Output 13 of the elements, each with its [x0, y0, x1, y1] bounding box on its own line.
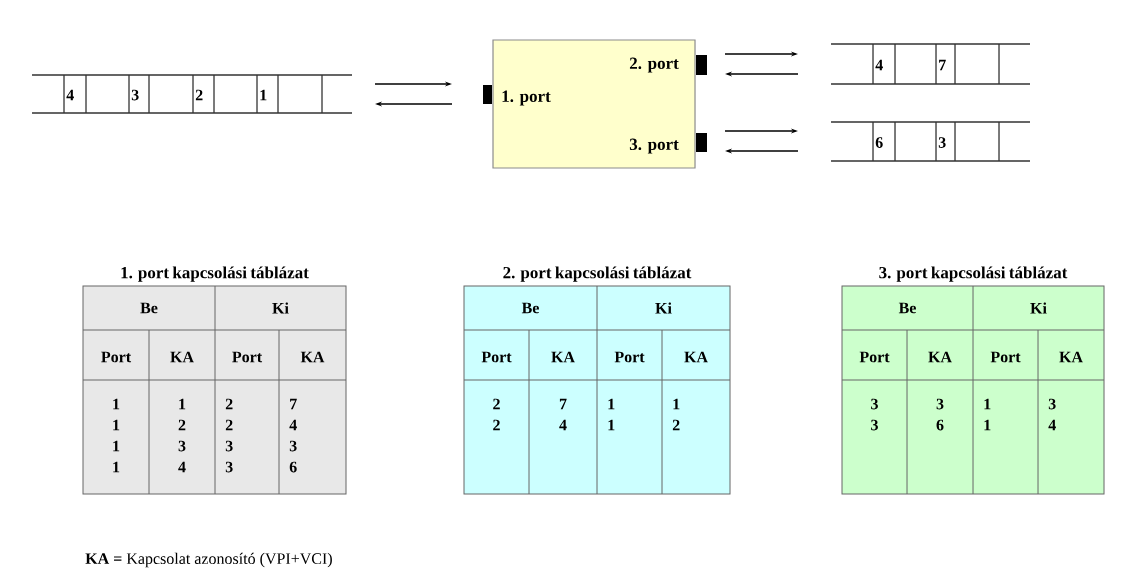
queue: 4 7 — [830, 43, 1031, 85]
port-label: 1. port — [502, 90, 551, 106]
queue: 4 3 2 1 — [31, 74, 353, 114]
node-label: 1. port kapcsolási táblázat — [121, 266, 309, 282]
table: 1. port kapcsolási táblázat Be Ki Port KA Port KA 1 1 2 7 1 2 2 4 1 3 3 3 1 4 3 6 — [82, 266, 347, 495]
footnote: KA = Kapcsolat azonosító (VPI+VCI) — [85, 552, 332, 568]
node-label: 3. port kapcsolási táblázat — [879, 266, 1068, 282]
port-label: 3. port — [629, 138, 679, 154]
queue: 6 3 — [830, 121, 1031, 162]
node-label: 2. port kapcsolási táblázat — [503, 266, 692, 282]
port-label: 2. port — [629, 57, 679, 73]
table: 2. port kapcsolási táblázat Be Ki Port KA Port KA 2 7 1 1 2 4 1 2 — [463, 266, 731, 495]
table: 3. port kapcsolási táblázat Be Ki Port KA Port KA 3 3 1 3 3 6 1 4 — [841, 266, 1105, 495]
